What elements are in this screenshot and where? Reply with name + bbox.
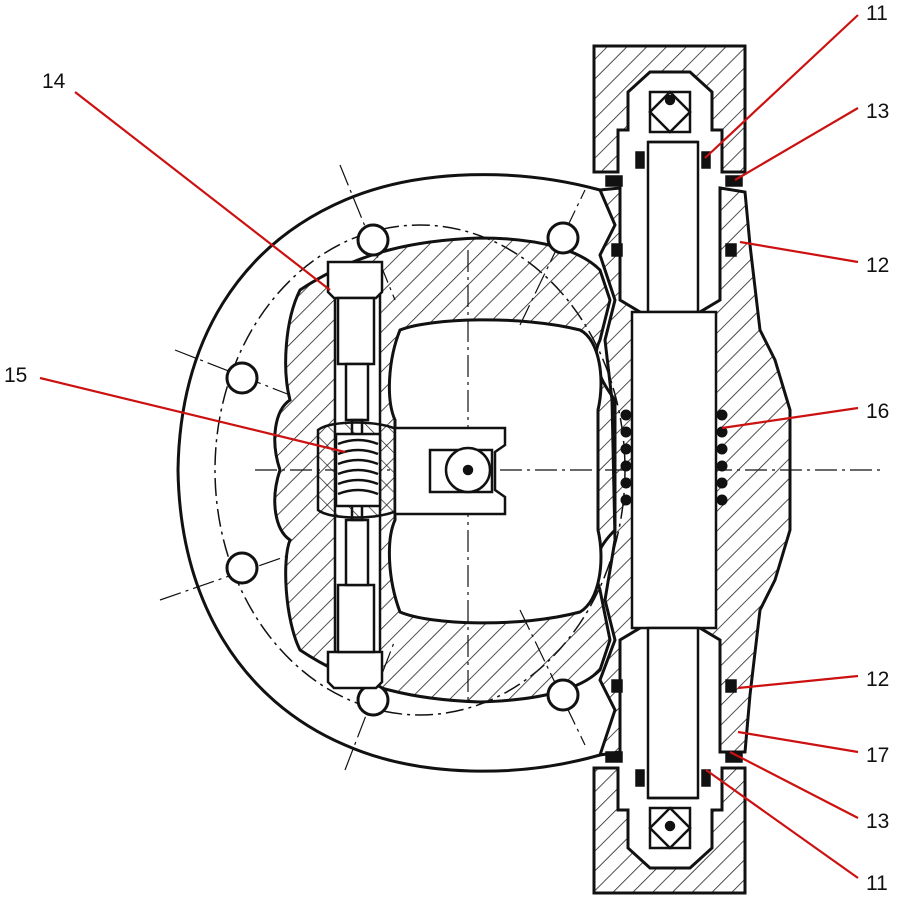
callout-11-top: 11 <box>866 2 888 25</box>
spring-coils <box>337 438 379 496</box>
callout-14: 14 <box>42 70 66 93</box>
callout-11-bottom: 11 <box>866 872 888 895</box>
leader-12-top <box>739 240 859 264</box>
leader-11-top <box>704 14 859 159</box>
leader-13-bottom <box>729 751 859 819</box>
callout-17: 17 <box>866 744 889 767</box>
callout-13-bottom: 13 <box>866 810 889 833</box>
leader-14 <box>74 91 331 291</box>
callout-16: 16 <box>866 400 889 423</box>
leader-16 <box>721 406 859 430</box>
callout-labels: 14 15 11 13 12 16 12 17 13 11 <box>4 2 889 895</box>
leader-17 <box>737 730 859 754</box>
center-yoke <box>393 426 507 516</box>
leader-12-bottom <box>737 674 859 690</box>
packing-rings <box>620 409 728 506</box>
callout-15: 15 <box>4 364 27 387</box>
leader-15 <box>39 376 346 454</box>
leader-lines <box>39 14 859 879</box>
leader-13-top <box>734 107 859 181</box>
valve-stem <box>630 90 718 850</box>
callout-13-top: 13 <box>866 100 889 123</box>
leader-11-bottom <box>705 769 859 879</box>
callout-12-top: 12 <box>866 254 889 277</box>
callout-12-bottom: 12 <box>866 668 889 691</box>
bolt-holes <box>225 221 580 717</box>
